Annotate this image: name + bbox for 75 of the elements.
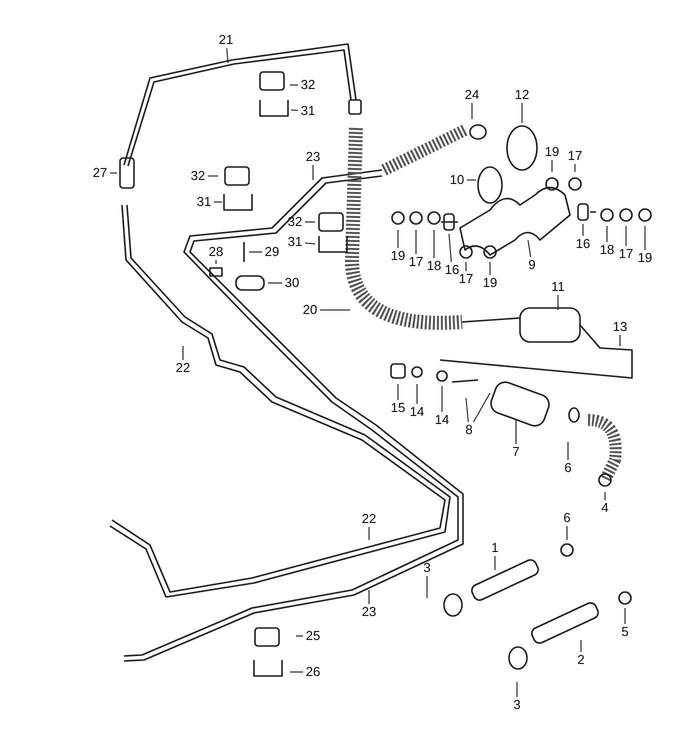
leader-line xyxy=(580,640,582,652)
leader-line xyxy=(494,556,496,570)
callout-number: 17 xyxy=(408,255,424,269)
callout-number: 29 xyxy=(264,245,280,259)
callout-number: 17 xyxy=(566,149,584,163)
callout-number: 28 xyxy=(208,245,224,259)
leader-line xyxy=(290,84,298,86)
callout-number: 7 xyxy=(511,445,521,459)
callout-number: 25 xyxy=(304,629,322,643)
leader-line xyxy=(448,234,452,262)
callout-number: 23 xyxy=(360,605,378,619)
callout-number: 17 xyxy=(618,247,634,261)
callout-number: 22 xyxy=(360,512,378,526)
callout-number: 23 xyxy=(304,150,322,164)
callout-number: 5 xyxy=(620,625,630,639)
leader-line xyxy=(606,226,608,242)
callout-number: 2 xyxy=(576,653,586,667)
callout-number: 18 xyxy=(426,259,442,273)
callout-number: 9 xyxy=(527,258,537,272)
callout-number: 6 xyxy=(563,461,573,475)
leader-line xyxy=(304,242,316,244)
callout-number: 3 xyxy=(422,561,432,575)
callout-number: 3 xyxy=(512,698,522,712)
leader-line xyxy=(566,526,568,540)
leader-line xyxy=(226,48,228,64)
callout-number: 26 xyxy=(304,665,322,679)
leader-line xyxy=(604,492,606,500)
leader-line xyxy=(312,164,314,180)
leader-line xyxy=(528,240,532,258)
callout-number: 6 xyxy=(562,511,572,525)
callout-number: 16 xyxy=(444,263,460,277)
callout-number: 14 xyxy=(434,413,450,427)
callout-number: 22 xyxy=(174,361,192,375)
callout-number: 15 xyxy=(390,401,406,415)
callout-number: 32 xyxy=(300,78,316,92)
leader-line xyxy=(516,682,518,698)
callout-number: 18 xyxy=(598,243,616,257)
leader-line xyxy=(644,226,646,250)
callout-number: 30 xyxy=(284,276,300,290)
leader-line xyxy=(290,110,298,111)
leader-line xyxy=(182,346,184,360)
leader-line xyxy=(473,392,490,422)
callout-number: 10 xyxy=(448,173,466,187)
callout-number: 14 xyxy=(408,405,426,419)
callout-number: 31 xyxy=(196,195,212,209)
leader-line xyxy=(582,224,584,236)
callout-number: 16 xyxy=(574,237,592,251)
callout-number: 24 xyxy=(464,88,480,102)
leader-line xyxy=(466,398,469,422)
leader-line xyxy=(624,608,626,624)
leader-line xyxy=(416,384,418,404)
callout-number: 31 xyxy=(286,235,304,249)
leader-line xyxy=(426,576,428,598)
callout-number: 4 xyxy=(600,501,610,515)
leader-line xyxy=(368,526,370,540)
callout-number: 12 xyxy=(514,88,530,102)
leader-line xyxy=(268,282,282,284)
callout-number: 32 xyxy=(286,215,304,229)
callout-number: 20 xyxy=(302,303,318,317)
leader-line xyxy=(368,590,370,604)
callout-number: 8 xyxy=(464,423,474,437)
callout-number: 27 xyxy=(92,166,108,180)
callout-number: 32 xyxy=(190,169,206,183)
callout-number: 19 xyxy=(636,251,654,265)
callout-number: 19 xyxy=(482,276,498,290)
callout-number: 1 xyxy=(490,541,500,555)
callout-number: 19 xyxy=(544,145,560,159)
callout-number: 19 xyxy=(390,249,406,263)
callout-number: 13 xyxy=(612,320,628,334)
callout-number: 21 xyxy=(218,33,234,47)
callout-number: 17 xyxy=(458,272,474,286)
leader-line xyxy=(574,164,576,172)
leader-line xyxy=(110,172,118,174)
callout-number: 31 xyxy=(300,104,316,118)
callout-number: 11 xyxy=(550,280,566,294)
